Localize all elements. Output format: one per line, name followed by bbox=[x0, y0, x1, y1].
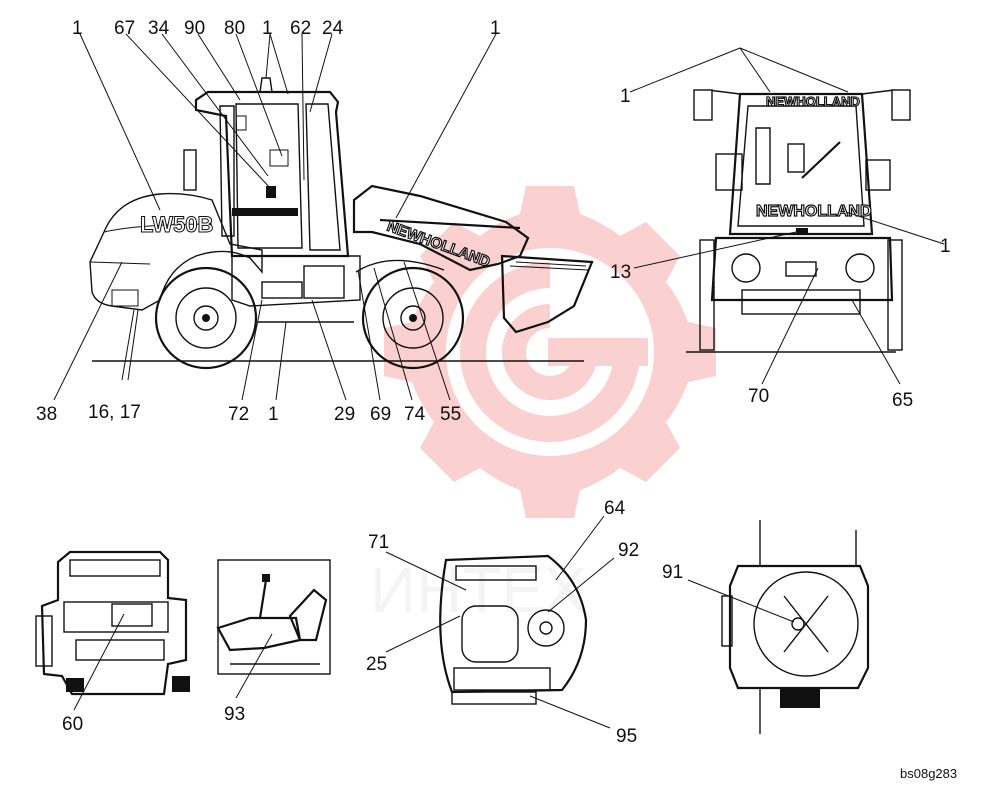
engine-leader-line bbox=[73, 613, 125, 711]
engine-decal bbox=[111, 603, 153, 627]
cab-top-view bbox=[385, 515, 615, 729]
roof-view bbox=[687, 520, 870, 734]
cab-door-window bbox=[235, 103, 303, 249]
callout-side-1b: 1 bbox=[262, 18, 273, 39]
callout-cab-95: 95 bbox=[616, 726, 637, 747]
rear-wheel bbox=[154, 266, 258, 370]
callout-side-72: 72 bbox=[228, 404, 249, 425]
front-view-leader-lines bbox=[629, 47, 945, 385]
seat-cushion bbox=[216, 616, 302, 652]
callout-roof-91: 91 bbox=[662, 562, 683, 583]
callout-side-34: 34 bbox=[148, 18, 170, 39]
callout-engine-60: 60 bbox=[62, 714, 83, 735]
roof-panel bbox=[753, 571, 859, 677]
watermark-text: ИНТЕХ bbox=[370, 554, 587, 626]
callout-side-1d: 1 bbox=[268, 404, 279, 425]
seat-back bbox=[288, 588, 328, 642]
right-mirror bbox=[891, 89, 911, 121]
callout-side-29: 29 bbox=[334, 404, 355, 425]
seat-leader-line bbox=[235, 633, 273, 699]
loader-front-view: NEWHOLLAND NEWHOLLAND bbox=[629, 47, 945, 385]
engine-view bbox=[35, 550, 190, 711]
bucket bbox=[500, 254, 594, 334]
callout-front-1b: 1 bbox=[940, 236, 951, 257]
seat-view bbox=[216, 559, 331, 699]
cab-top-leader-lines bbox=[385, 515, 615, 729]
left-mirror bbox=[693, 89, 713, 121]
joystick bbox=[258, 579, 268, 619]
callout-side-69: 69 bbox=[370, 404, 391, 425]
roof-outline bbox=[728, 564, 870, 690]
callout-front-1: 1 bbox=[620, 86, 631, 107]
exhaust bbox=[755, 127, 771, 185]
lift-cylinder bbox=[379, 218, 521, 230]
seat-frame bbox=[217, 559, 331, 675]
brand-decal-front: NEWHOLLAND bbox=[755, 202, 872, 220]
front-right-tire bbox=[887, 239, 903, 351]
callout-side-1: 1 bbox=[72, 18, 83, 39]
step bbox=[261, 281, 303, 299]
cab bbox=[194, 90, 350, 258]
front-fender bbox=[355, 259, 445, 273]
roof-leader-line bbox=[687, 579, 795, 623]
svg-text:LW50B: LW50B bbox=[140, 212, 213, 237]
cab-front-glass bbox=[305, 103, 341, 251]
callout-front-65: 65 bbox=[892, 390, 913, 411]
front-left-lamp bbox=[731, 253, 761, 283]
engine-hood bbox=[89, 192, 263, 311]
callout-side-80: 80 bbox=[224, 18, 245, 39]
front-left-tire bbox=[699, 239, 715, 351]
rear-mirror bbox=[183, 149, 197, 191]
front-right-lamp bbox=[845, 253, 875, 283]
callout-front-70: 70 bbox=[748, 386, 769, 407]
model-decal: LW50B bbox=[140, 212, 214, 238]
frame bbox=[231, 255, 361, 307]
callout-cab-71: 71 bbox=[368, 532, 389, 553]
callout-seat-93: 93 bbox=[224, 704, 245, 725]
steering-wheel bbox=[527, 609, 565, 647]
callout-side-1c: 1 bbox=[490, 18, 501, 39]
callout-side-16-17: 16, 17 bbox=[88, 402, 141, 423]
wiper bbox=[801, 141, 841, 179]
side-view-leader-lines bbox=[53, 33, 497, 401]
beacon bbox=[259, 77, 273, 93]
engine-block bbox=[40, 550, 188, 696]
callout-side-62: 62 bbox=[290, 18, 311, 39]
callout-front-13: 13 bbox=[610, 262, 631, 283]
callout-cab-92: 92 bbox=[618, 540, 639, 561]
callout-side-90: 90 bbox=[184, 18, 205, 39]
callout-side-24: 24 bbox=[322, 18, 344, 39]
rear-light bbox=[111, 289, 139, 307]
operator-seat bbox=[461, 605, 519, 663]
brand-decal-roof: NEWHOLLAND bbox=[765, 93, 860, 109]
callout-cab-25: 25 bbox=[366, 654, 387, 675]
callout-side-74: 74 bbox=[404, 404, 426, 425]
callout-cab-64: 64 bbox=[604, 498, 626, 519]
front-axle bbox=[741, 289, 861, 315]
callout-side-38: 38 bbox=[36, 404, 57, 425]
callout-side-55: 55 bbox=[440, 404, 461, 425]
roof-decal bbox=[791, 617, 805, 631]
front-cab bbox=[728, 92, 874, 236]
callout-labels: 1 67 34 90 80 1 62 24 1 38 16, 17 72 1 2… bbox=[36, 18, 957, 781]
svg-text:NEWHOLLAND: NEWHOLLAND bbox=[756, 203, 872, 220]
svg-text:NEWHOLLAND: NEWHOLLAND bbox=[766, 94, 860, 109]
callout-side-67: 67 bbox=[114, 18, 135, 39]
boom-arm bbox=[352, 184, 530, 272]
fuel-tank bbox=[303, 265, 345, 299]
drawing-code: bs08g283 bbox=[900, 766, 957, 781]
